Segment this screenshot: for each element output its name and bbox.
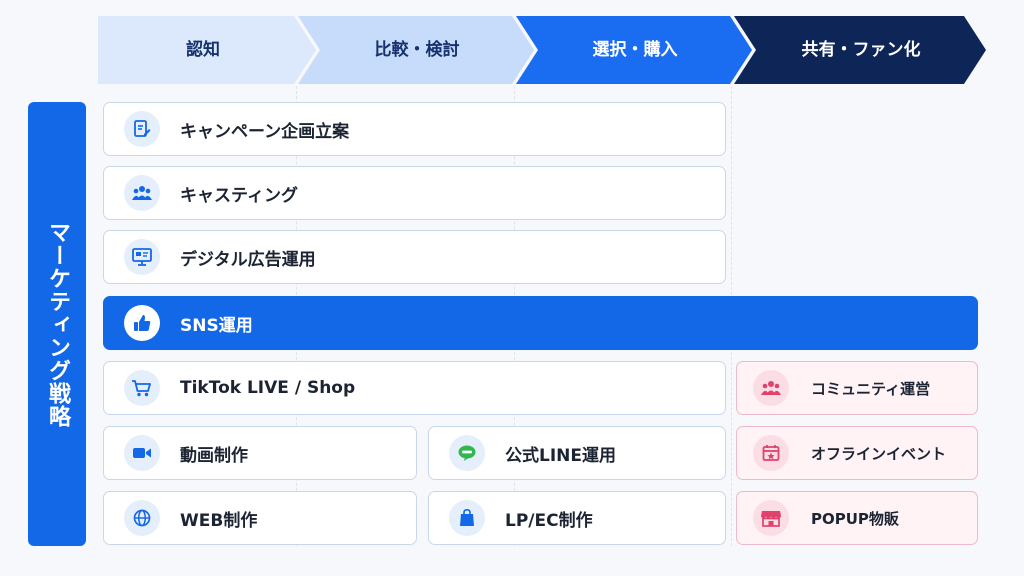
service-card-video[interactable]: 動画制作 bbox=[103, 426, 417, 480]
stage-arrows-graphic bbox=[98, 16, 986, 84]
stage-label-awareness: 認知 bbox=[186, 40, 220, 60]
stage-label-comparison: 比較・検討 bbox=[374, 40, 460, 60]
service-label: オフラインイベント bbox=[811, 444, 947, 463]
service-label: POPUP物販 bbox=[811, 509, 899, 528]
stage-arrow-comparison bbox=[298, 16, 534, 84]
shopping-bag-icon bbox=[449, 500, 485, 536]
stage-arrow-awareness bbox=[98, 16, 316, 84]
cart-icon bbox=[124, 370, 160, 406]
service-card-tiktok[interactable]: TikTok LIVE / Shop bbox=[103, 361, 726, 415]
people-group-icon bbox=[124, 175, 160, 211]
document-edit-icon bbox=[124, 111, 160, 147]
stage-arrow-purchase bbox=[516, 16, 752, 84]
stage-arrow-fan bbox=[734, 16, 986, 84]
service-card-lp-ec[interactable]: LP/EC制作 bbox=[428, 491, 726, 545]
service-card-sns[interactable]: SNS運用 bbox=[103, 296, 978, 350]
service-card-popup[interactable]: POPUP物販 bbox=[736, 491, 978, 545]
line-chat-icon bbox=[449, 435, 485, 471]
service-card-web[interactable]: WEB制作 bbox=[103, 491, 417, 545]
thumbs-up-icon bbox=[124, 305, 160, 341]
service-label: WEB制作 bbox=[180, 510, 258, 531]
service-label: 動画制作 bbox=[180, 445, 248, 466]
calendar-star-icon bbox=[753, 435, 789, 471]
funnel-stage-bar: 認知 比較・検討 選択・購入 共有・ファン化 bbox=[98, 16, 988, 84]
people-group-icon bbox=[753, 370, 789, 406]
service-card-offline-event[interactable]: オフラインイベント bbox=[736, 426, 978, 480]
globe-icon bbox=[124, 500, 160, 536]
marketing-strategy-text: マーケティング戦略 bbox=[45, 220, 70, 428]
marketing-strategy-label: マーケティング戦略 bbox=[28, 102, 86, 546]
stage-label-purchase: 選択・購入 bbox=[592, 40, 678, 60]
service-label: SNS運用 bbox=[180, 315, 253, 336]
service-label: TikTok LIVE / Shop bbox=[180, 378, 356, 398]
service-label: キャンペーン企画立案 bbox=[180, 121, 350, 142]
service-card-digital-ads[interactable]: デジタル広告運用 bbox=[103, 230, 726, 284]
video-camera-icon bbox=[124, 435, 160, 471]
monitor-icon bbox=[124, 239, 160, 275]
service-label: デジタル広告運用 bbox=[180, 249, 316, 270]
service-card-campaign[interactable]: キャンペーン企画立案 bbox=[103, 102, 726, 156]
service-label: キャスティング bbox=[180, 185, 298, 206]
service-card-casting[interactable]: キャスティング bbox=[103, 166, 726, 220]
service-card-community[interactable]: コミュニティ運営 bbox=[736, 361, 978, 415]
service-label: LP/EC制作 bbox=[505, 510, 593, 531]
stage-label-fan: 共有・ファン化 bbox=[801, 40, 921, 60]
storefront-icon bbox=[753, 500, 789, 536]
service-label: コミュニティ運営 bbox=[811, 379, 931, 398]
service-card-line[interactable]: 公式LINE運用 bbox=[428, 426, 726, 480]
service-label: 公式LINE運用 bbox=[505, 445, 616, 466]
